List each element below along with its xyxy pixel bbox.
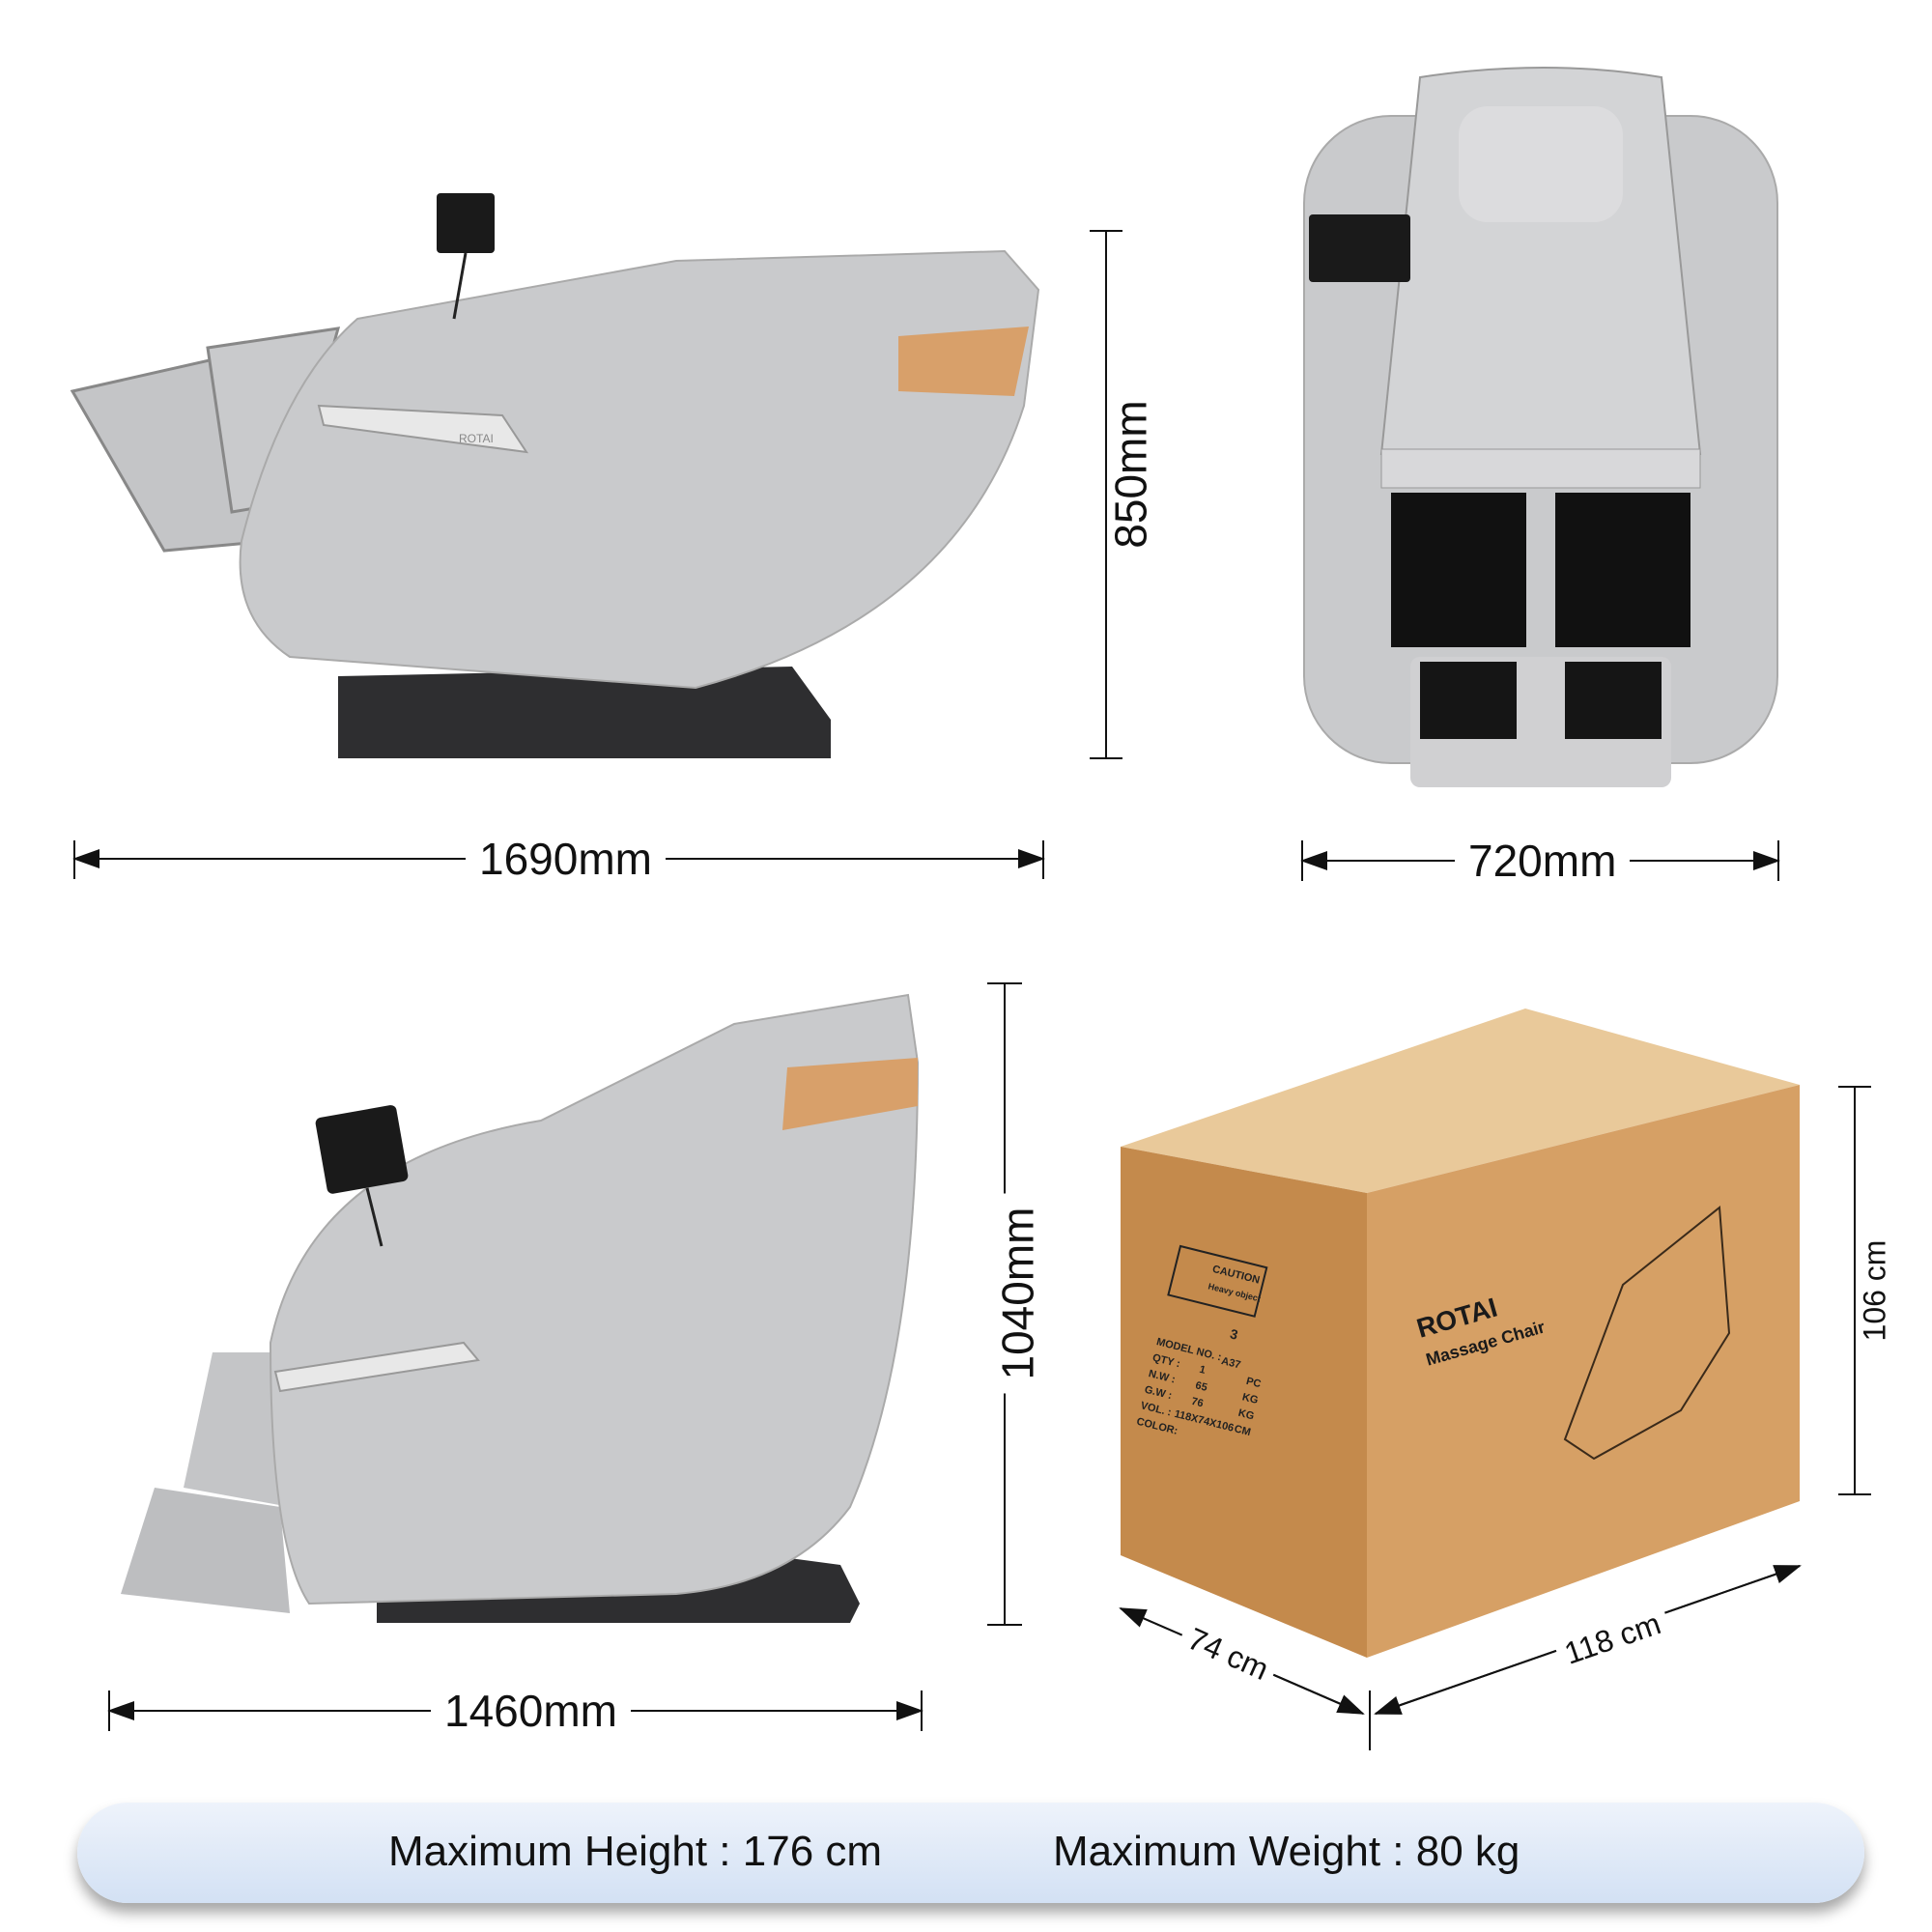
svg-text:PC: PC <box>1245 1376 1263 1390</box>
specs-banner: Maximum Height : 176 cm Maximum Weight :… <box>77 1803 1864 1903</box>
svg-text:KG: KG <box>1237 1407 1256 1423</box>
upright-height-label: 1040mm <box>992 1193 1042 1394</box>
svg-text:65: 65 <box>1194 1379 1208 1394</box>
chair-logo: ROTAI <box>459 432 494 445</box>
svg-text:3: 3 <box>1229 1325 1240 1342</box>
width-label: 720mm <box>1455 838 1631 883</box>
chair-upright-side-view <box>121 993 920 1623</box>
box-height-label: 106 cm <box>1857 1226 1891 1355</box>
max-height-spec: Maximum Height : 176 cm <box>388 1828 883 1875</box>
chair-front-view <box>1303 67 1778 787</box>
chair-line-drawing <box>1563 1206 1731 1461</box>
svg-text:76: 76 <box>1190 1396 1205 1410</box>
reclined-height-label: 850mm <box>1106 386 1156 562</box>
upright-length-label: 1460mm <box>431 1689 631 1733</box>
chair-reclined-side-view: ROTAI <box>70 193 1040 758</box>
svg-text:1: 1 <box>1198 1364 1207 1377</box>
svg-text:KG: KG <box>1241 1391 1260 1406</box>
shipping-box: CAUTION Heavy object 3 MODEL NO. : A37 Q… <box>1121 1009 1800 1658</box>
reclined-length-label: 1690mm <box>466 837 666 881</box>
svg-text:A37: A37 <box>1220 1355 1241 1372</box>
max-weight-spec: Maximum Weight : 80 kg <box>1053 1828 1520 1875</box>
svg-text:CM: CM <box>1233 1423 1252 1438</box>
